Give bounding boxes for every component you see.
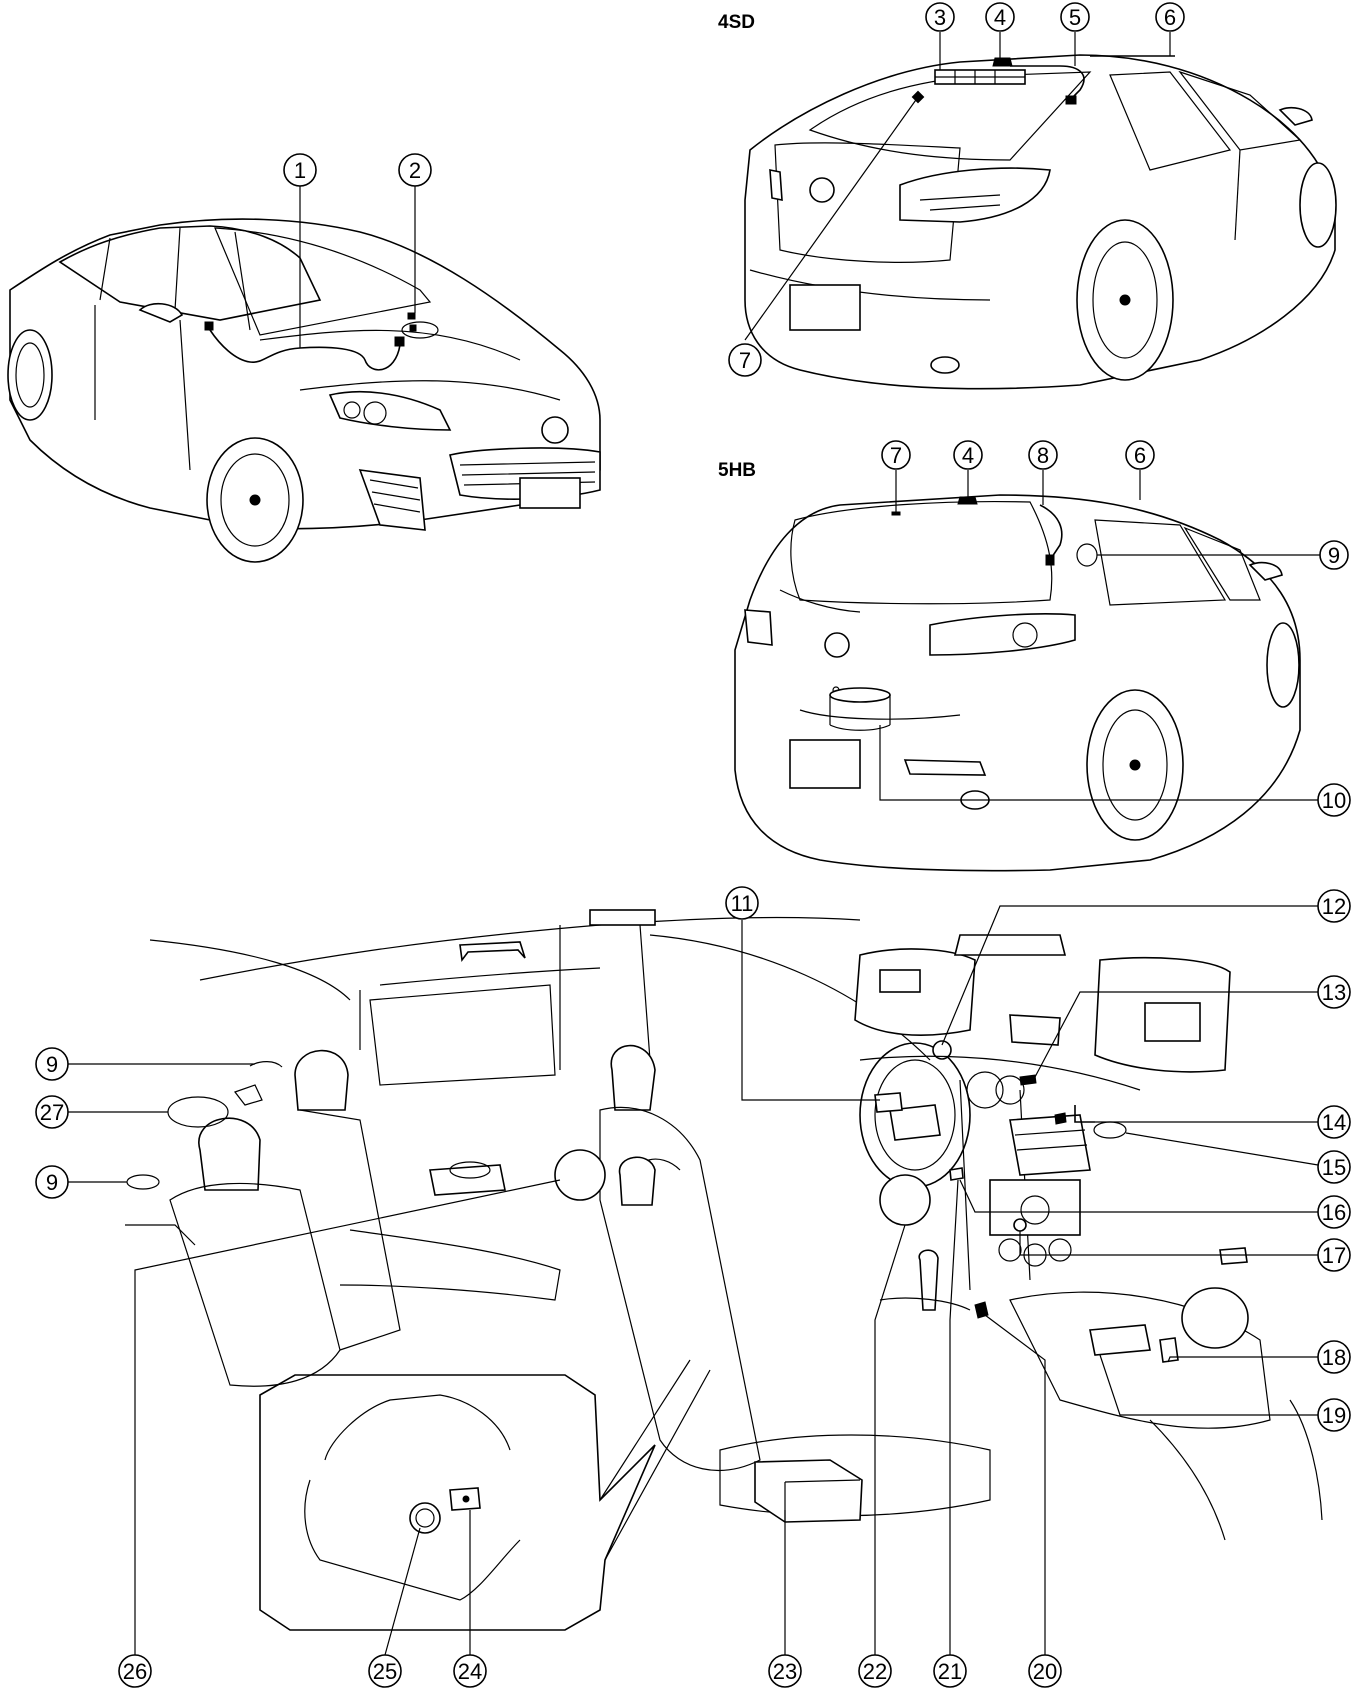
callout-9-left-top-number: 9 (46, 1052, 58, 1077)
callout-4-number: 4 (994, 5, 1006, 30)
callout-21: 21 (933, 1654, 967, 1688)
callout-10: 10 (1317, 783, 1351, 817)
callout-1: 1 (283, 153, 317, 187)
callout-9-left-top: 9 (35, 1047, 69, 1081)
callout-14-number: 14 (1322, 1110, 1346, 1135)
callout-13-number: 13 (1322, 980, 1346, 1005)
callout-22-number: 22 (863, 1659, 887, 1684)
callout-6: 6 (1155, 2, 1185, 32)
front-sedan-view (7, 218, 601, 563)
callout-7-number: 7 (739, 348, 751, 373)
callout-3-number: 3 (934, 5, 946, 30)
leader-lines (68, 32, 1320, 1656)
callout-22: 22 (858, 1654, 892, 1688)
callout-16-number: 16 (1322, 1200, 1346, 1225)
hatchback-label: 5HB (718, 460, 756, 481)
callout-25: 25 (368, 1654, 402, 1688)
callout-25-number: 25 (373, 1659, 397, 1684)
callout-6-hb-number: 6 (1134, 443, 1146, 468)
callout-9-left-bottom-number: 9 (46, 1170, 58, 1195)
callout-11: 11 (725, 886, 759, 920)
callout-24-number: 24 (458, 1659, 482, 1684)
callout-18-number: 18 (1322, 1345, 1346, 1370)
callout-9: 9 (1319, 540, 1349, 570)
callout-14: 14 (1317, 1105, 1351, 1139)
callout-8: 8 (1028, 440, 1058, 470)
callout-12: 12 (1317, 889, 1351, 923)
callout-24: 24 (453, 1654, 487, 1688)
callout-27: 27 (35, 1095, 69, 1129)
callout-17: 17 (1317, 1238, 1351, 1272)
callout-8-number: 8 (1037, 443, 1049, 468)
callout-16: 16 (1317, 1195, 1351, 1229)
sedan-label: 4SD (718, 12, 755, 33)
callout-23: 23 (768, 1654, 802, 1688)
callout-13: 13 (1317, 975, 1351, 1009)
callout-19-number: 19 (1322, 1403, 1346, 1428)
callout-2: 2 (398, 153, 432, 187)
callout-4-hb-number: 4 (962, 443, 974, 468)
callout-7-hb: 7 (881, 440, 911, 470)
callout-27-number: 27 (40, 1100, 64, 1125)
callout-7-hb-number: 7 (890, 443, 902, 468)
callout-20: 20 (1028, 1654, 1062, 1688)
callout-17-number: 17 (1322, 1243, 1346, 1268)
hatchback-rear-view (734, 494, 1301, 872)
callout-2-number: 2 (409, 158, 421, 183)
callout-15-number: 15 (1322, 1155, 1346, 1180)
callout-15: 15 (1317, 1150, 1351, 1184)
callout-4-hb: 4 (953, 440, 983, 470)
callout-7: 7 (728, 343, 762, 377)
callout-6-number: 6 (1164, 5, 1176, 30)
callout-1-number: 1 (294, 158, 306, 183)
callout-11-number: 11 (731, 891, 754, 916)
callouts: 1 2 3 4 5 6 7 7 4 8 6 9 10 11 12 13 14 1… (35, 2, 1351, 1688)
callout-9-number: 9 (1328, 543, 1340, 568)
callout-23-number: 23 (773, 1659, 797, 1684)
callout-18: 18 (1317, 1340, 1351, 1374)
sedan-rear-view (744, 54, 1337, 390)
inset-detail-box (259, 1359, 711, 1631)
callout-10-number: 10 (1322, 788, 1346, 813)
callout-19: 19 (1317, 1398, 1351, 1432)
callout-12-number: 12 (1322, 894, 1346, 919)
callout-26: 26 (118, 1654, 152, 1688)
interior-view (125, 909, 1323, 1541)
callout-21-number: 21 (938, 1659, 962, 1684)
callout-5-number: 5 (1069, 5, 1081, 30)
callout-3: 3 (925, 2, 955, 32)
callout-5: 5 (1060, 2, 1090, 32)
callout-6-hb: 6 (1125, 440, 1155, 470)
callout-4: 4 (985, 2, 1015, 32)
callout-9-left-bottom: 9 (35, 1165, 69, 1199)
callout-20-number: 20 (1033, 1659, 1057, 1684)
callout-26-number: 26 (123, 1659, 147, 1684)
